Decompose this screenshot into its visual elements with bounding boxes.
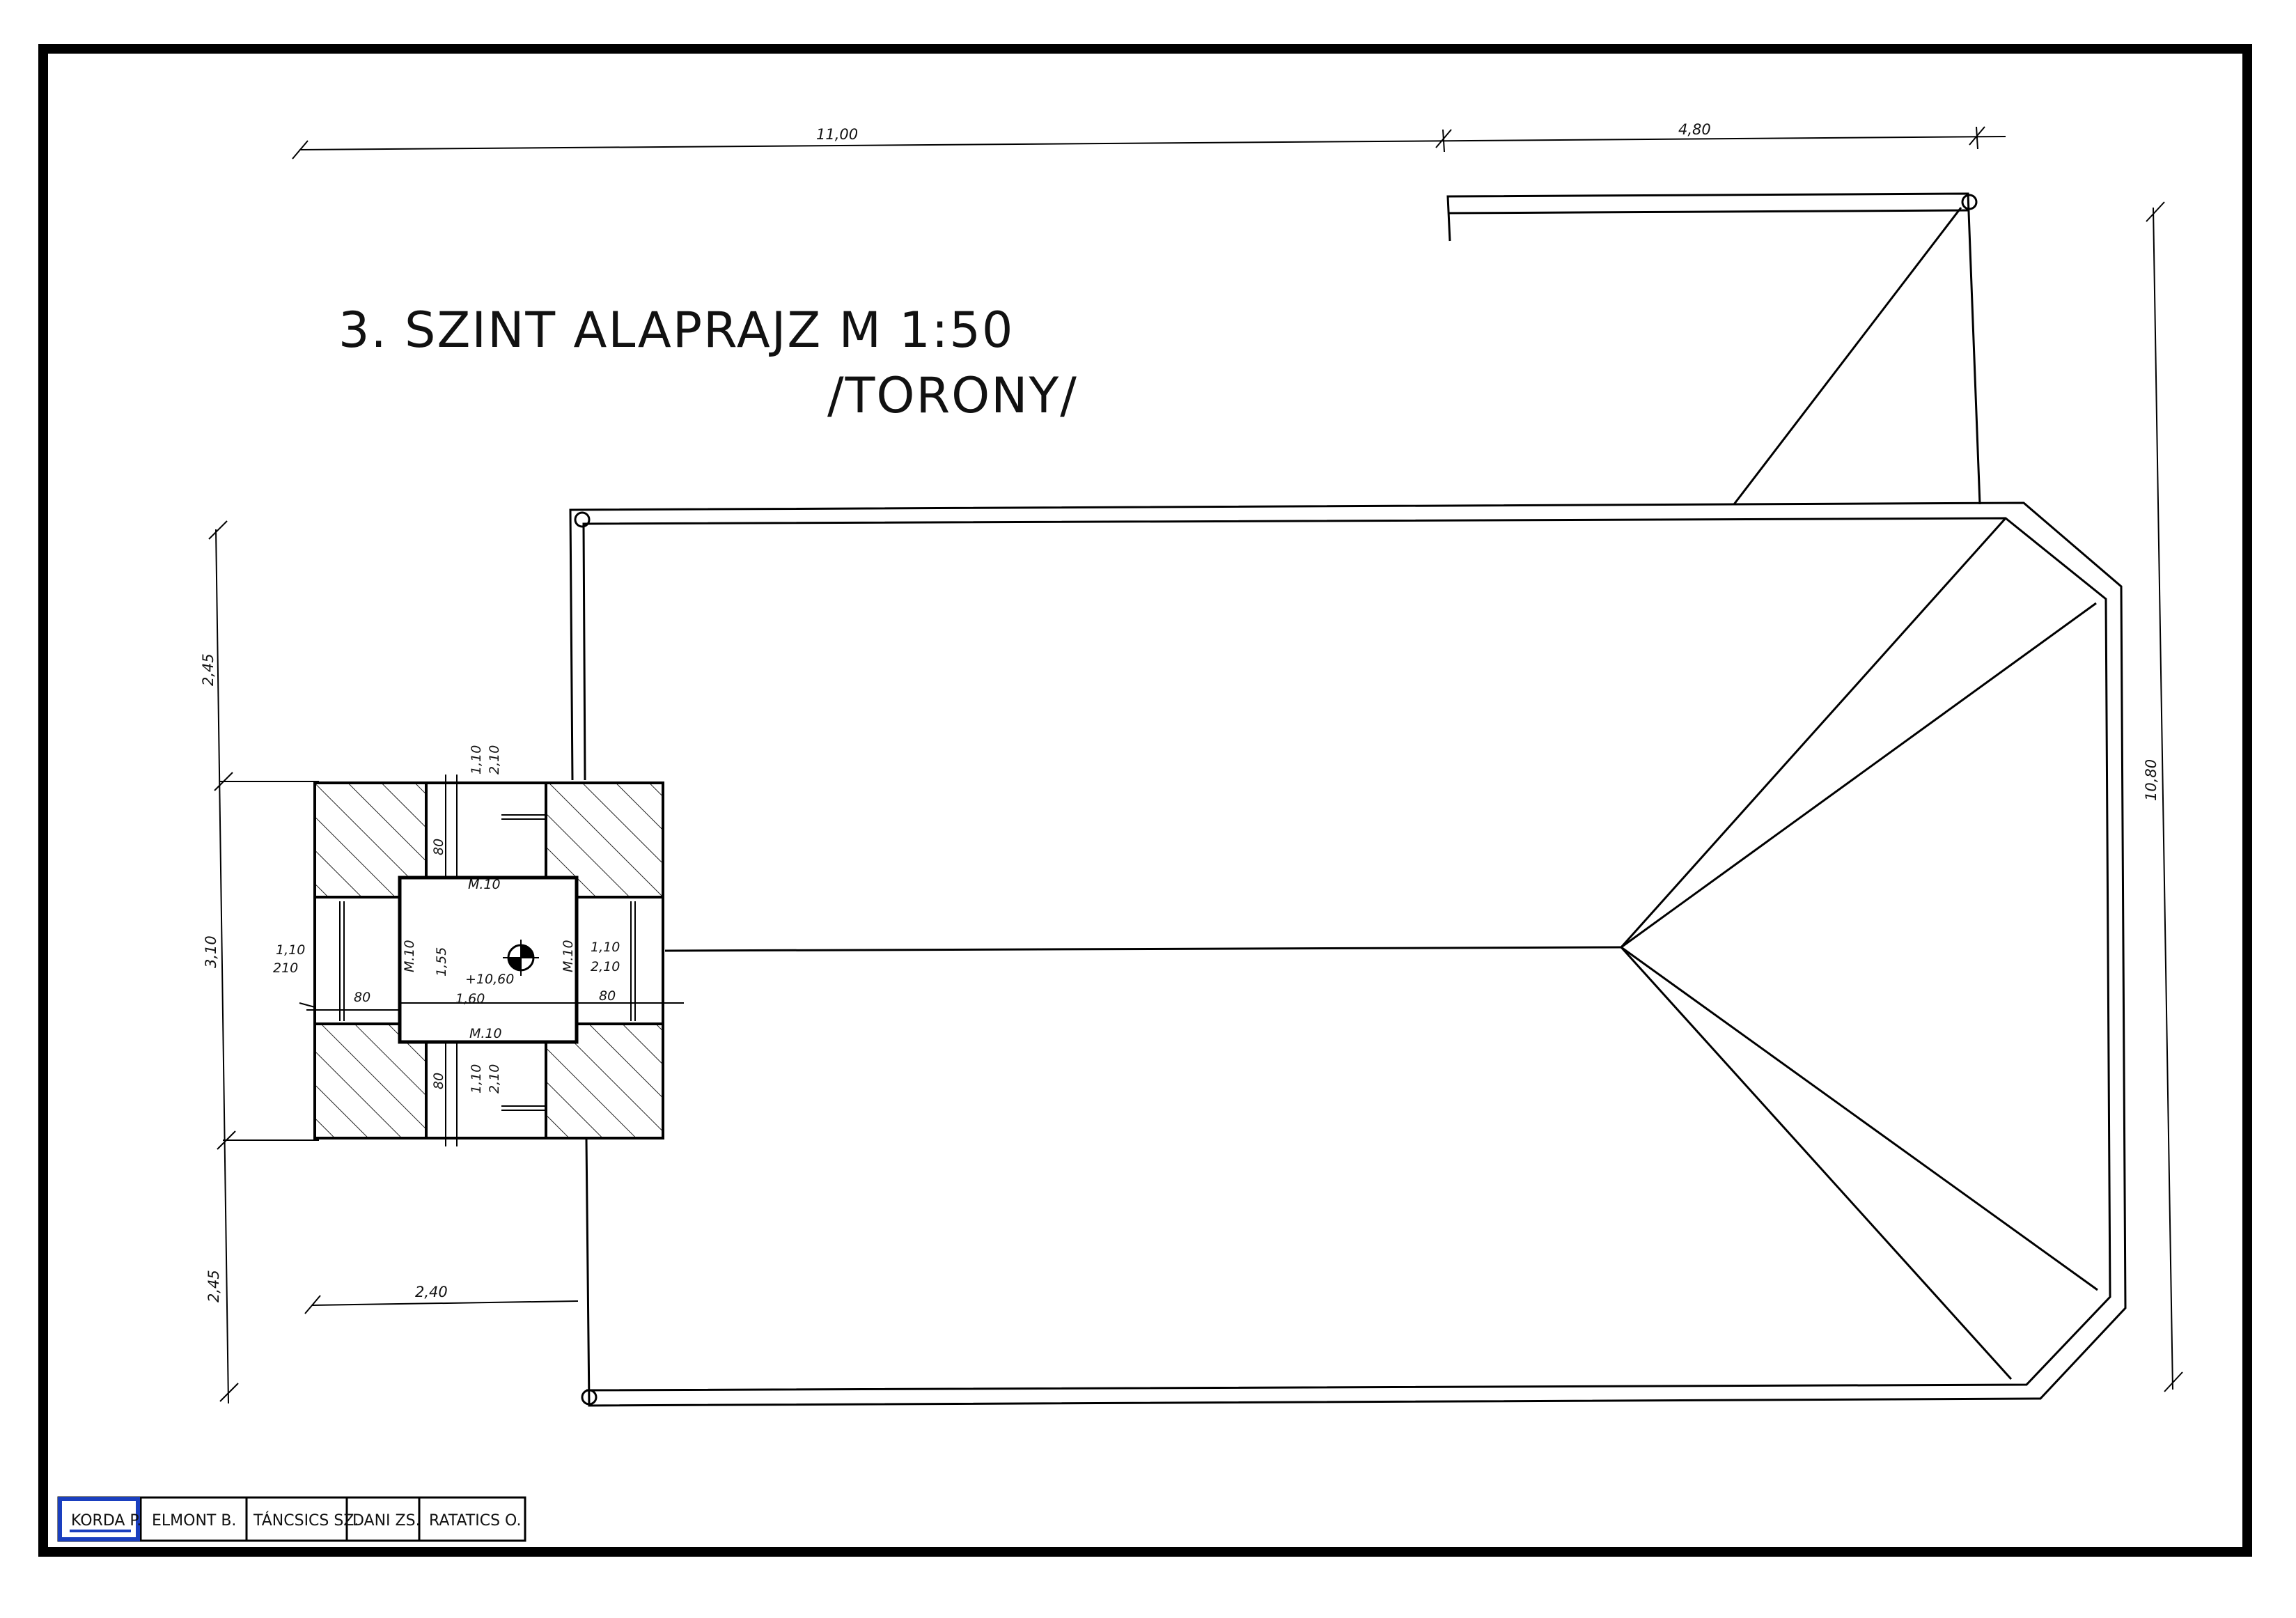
tower-left-opening-height: 210 <box>273 960 298 976</box>
dim-label-left-bottom: 2,45 <box>205 1270 222 1302</box>
tower-right-door: M.10 <box>561 940 576 972</box>
tower-top-opening-width: 1,10 <box>469 745 484 775</box>
left-dimension-line <box>208 520 319 1404</box>
drawing-title: 3. SZINT ALAPRAJZ M 1:50 <box>338 302 1014 359</box>
tower-right-opening-height: 2,10 <box>591 959 620 974</box>
title-block-name-2: ELMONT B. <box>152 1512 236 1530</box>
title-block-name-3: TÁNCSICS SZ. <box>253 1511 359 1530</box>
dim-label-top-wing: 4,80 <box>1678 121 1711 138</box>
dim-label-left-top: 2,45 <box>200 653 217 686</box>
tower-left-opening-width: 1,10 <box>276 942 305 958</box>
tower-left-door: M.10 <box>402 940 417 972</box>
dim-label-bottom-offset: 2,40 <box>415 1284 448 1300</box>
tower-right-depth: 80 <box>599 988 616 1004</box>
tower-left-depth: 80 <box>354 990 370 1005</box>
tower-level: +10,60 <box>465 972 514 987</box>
top-dimension-line <box>292 126 2006 160</box>
dim-label-top-main: 11,00 <box>816 126 858 143</box>
dim-label-right-total: 10,80 <box>2143 759 2160 801</box>
tower-plan <box>299 775 684 1146</box>
sheet-border <box>38 44 2252 1557</box>
tower-room-height: 1,55 <box>434 947 449 977</box>
corner-markers <box>574 194 1978 1406</box>
roof-plan <box>569 192 2127 1407</box>
title-block-name-1: KORDA P. <box>71 1512 141 1530</box>
title-block-highlight <box>58 1497 140 1541</box>
bottom-offset-dimension <box>304 1295 579 1314</box>
tower-bottom-depth: 80 <box>431 1073 446 1089</box>
tower-bottom-opening-width: 1,10 <box>469 1064 484 1094</box>
tower-top-depth: 80 <box>431 839 446 855</box>
right-dimension-line <box>2146 201 2183 1392</box>
title-block-name-5: RATATICS O. <box>429 1512 521 1530</box>
tower-right-opening-width: 1,10 <box>591 940 620 955</box>
tower-top-opening-height: 2,10 <box>487 745 502 775</box>
tower-bottom-opening-height: 2,10 <box>487 1064 502 1094</box>
tower-top-door: M.10 <box>468 877 501 892</box>
tower-bottom-door: M.10 <box>469 1026 502 1041</box>
drawing-subtitle: /TORONY/ <box>827 367 1078 424</box>
dim-label-left-mid: 3,10 <box>203 935 219 968</box>
tower-room-width: 1,60 <box>455 991 485 1006</box>
title-block-name-4: DANI ZS. <box>352 1512 421 1530</box>
